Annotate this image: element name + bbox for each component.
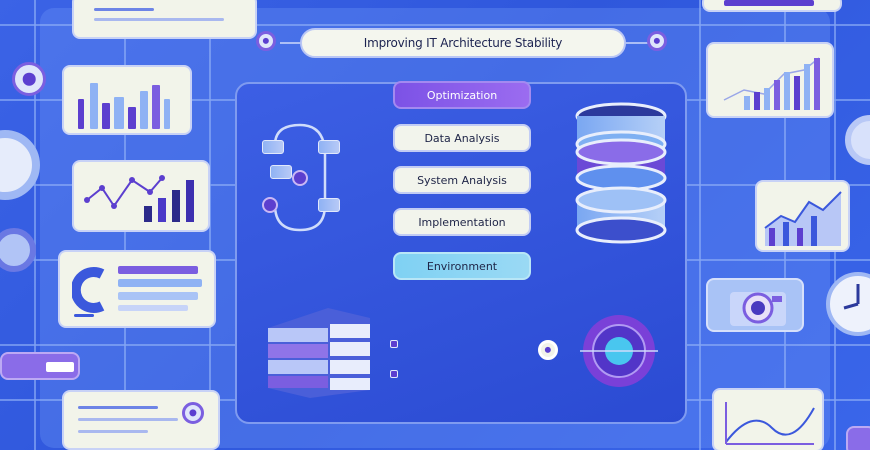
gauge-left-lower [0, 228, 36, 272]
card-area-chart-right [755, 180, 850, 252]
page-title: Improving IT Architecture Stability [300, 28, 626, 58]
card-bottom-right [712, 388, 824, 450]
database-icon [575, 102, 667, 244]
card-bar-chart [62, 65, 192, 135]
list-bullet [390, 370, 398, 378]
workflow-node [262, 197, 278, 213]
node-ring-far-left [12, 62, 46, 96]
card-text-bottom [62, 390, 220, 450]
node-ring-left [256, 31, 276, 51]
workflow-node [262, 140, 284, 154]
workflow-node [318, 140, 340, 154]
step-data-analysis: Data Analysis [393, 124, 531, 152]
card-pie-summary [58, 250, 216, 328]
node-ring-center [538, 340, 558, 360]
server-stack-icon [268, 308, 370, 398]
target-icon [580, 315, 658, 387]
workflow-node [292, 170, 308, 186]
step-system-analysis: System Analysis [393, 166, 531, 194]
card-line-chart [72, 160, 210, 232]
step-implementation: Implementation [393, 208, 531, 236]
workflow-loop [273, 123, 327, 232]
card-text [72, 0, 257, 39]
camera-card [706, 278, 804, 332]
workflow-node [318, 198, 340, 212]
card-small-tag [0, 352, 80, 380]
clock-icon [826, 272, 870, 336]
card-bar-chart-right [706, 42, 834, 118]
list-bullet [390, 340, 398, 348]
card-top-right [702, 0, 842, 12]
camera-icon [730, 292, 786, 326]
step-environment: Environment [393, 252, 531, 280]
node-ring-right [647, 31, 667, 51]
gauge-left [0, 130, 40, 200]
workflow-node [270, 165, 292, 179]
step-optimization: Optimization [393, 81, 531, 109]
card-corner-right [846, 426, 870, 450]
